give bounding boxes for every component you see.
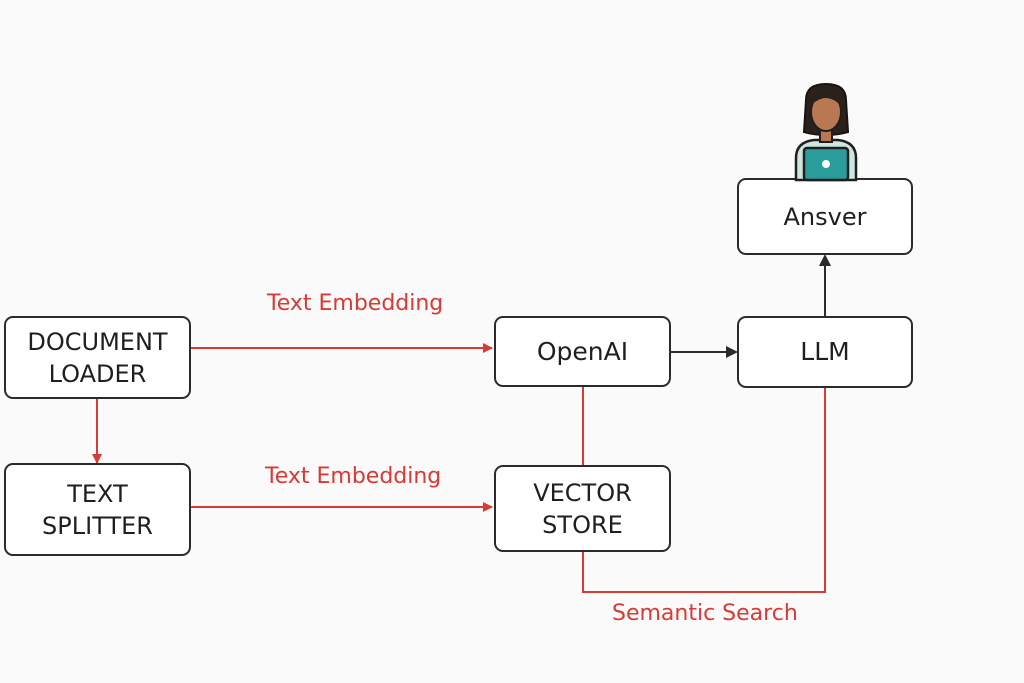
label-splitter-to-store: Text Embedding (265, 464, 442, 489)
node-document-loader: DOCUMENT LOADER (4, 316, 191, 399)
person-with-laptop-icon (794, 82, 858, 182)
label-store-to-llm: Semantic Search (612, 601, 798, 626)
node-openai: OpenAI (494, 316, 671, 387)
edge-store-to-llm (582, 388, 826, 593)
node-llm: LLM (737, 316, 913, 388)
node-answer: Ansver (737, 178, 913, 255)
node-vector-store: VECTOR STORE (494, 465, 671, 552)
node-text-splitter: TEXT SPLITTER (4, 463, 191, 556)
label-loader-to-openai: Text Embedding (267, 291, 444, 316)
